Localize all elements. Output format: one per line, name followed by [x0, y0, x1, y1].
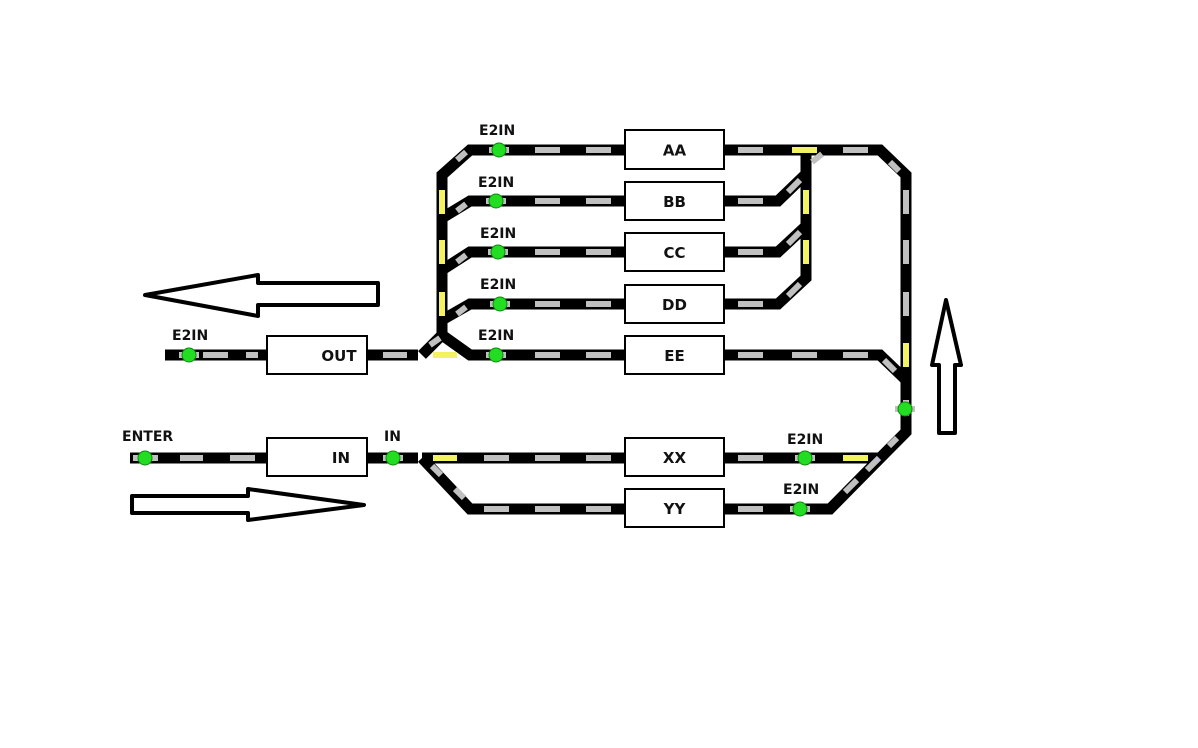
tie	[785, 281, 803, 299]
sensor-label-enter: ENTER	[122, 429, 173, 445]
sensor-icon	[797, 450, 813, 466]
block-cc[interactable]: CC	[624, 232, 725, 272]
block-box	[624, 129, 725, 170]
block-yy[interactable]: YY	[624, 488, 725, 528]
sensor-icon	[792, 501, 808, 517]
block-label: EE	[664, 347, 685, 365]
tie	[864, 455, 882, 473]
sensor-icon	[492, 296, 508, 312]
ties	[133, 147, 909, 512]
tie	[842, 477, 860, 495]
block-box	[266, 335, 368, 375]
block-bb[interactable]: BB	[624, 181, 725, 221]
block-label: YY	[663, 500, 687, 518]
tie	[785, 177, 803, 195]
block-label: CC	[663, 244, 685, 262]
block-label: XX	[663, 449, 687, 467]
block-label: AA	[663, 142, 687, 160]
blocks: AA BB CC DD EE OUT IN XX YY	[266, 129, 725, 528]
block-box	[624, 232, 725, 272]
tie	[428, 335, 442, 348]
block-box	[624, 335, 725, 375]
tie	[810, 151, 824, 165]
block-aa[interactable]: AA	[624, 129, 725, 170]
sensor-label-yy: E2IN	[783, 482, 819, 498]
block-ee[interactable]: EE	[624, 335, 725, 375]
sensor-icon	[491, 142, 507, 158]
arrow-left-icon	[143, 273, 380, 318]
block-box	[624, 181, 725, 221]
sensor-label-out: E2IN	[172, 328, 208, 344]
sensors	[135, 142, 915, 517]
sensor-label-dd: E2IN	[480, 277, 516, 293]
block-box	[624, 437, 725, 477]
sensor-icon	[488, 347, 504, 363]
tie	[429, 463, 444, 478]
sensor-label-xx: E2IN	[787, 432, 823, 448]
tie	[785, 229, 803, 247]
sensor-label-ee: E2IN	[478, 328, 514, 344]
block-xx[interactable]: XX	[624, 437, 725, 477]
tie	[881, 357, 898, 374]
block-in[interactable]: IN	[266, 437, 368, 477]
sensor-label-bb: E2IN	[478, 175, 514, 191]
block-label: DD	[662, 296, 687, 314]
arrow-up-icon	[930, 298, 963, 435]
sensor-label-cc: E2IN	[480, 226, 516, 242]
block-label: BB	[663, 193, 686, 211]
sensor-icon	[488, 193, 504, 209]
block-dd[interactable]: DD	[624, 284, 725, 324]
sensor-icon	[385, 450, 401, 466]
sensor-icon	[897, 401, 913, 417]
arrow-right-icon	[130, 487, 366, 522]
tie	[455, 252, 468, 265]
sensor-icon	[181, 347, 197, 363]
tie	[455, 304, 468, 317]
block-out[interactable]: OUT	[266, 335, 368, 375]
sensor-label-in: IN	[384, 429, 401, 445]
sensor-label-aa: E2IN	[479, 123, 515, 139]
block-label: OUT	[321, 347, 357, 365]
block-box	[624, 488, 725, 528]
tie	[455, 201, 468, 214]
block-box	[624, 284, 725, 324]
tie	[452, 486, 467, 501]
tie	[455, 149, 468, 163]
tie	[887, 159, 902, 174]
block-label: IN	[332, 449, 350, 467]
tie	[886, 435, 900, 449]
sensor-icon	[137, 450, 153, 466]
block-box	[266, 437, 368, 477]
sensor-icon	[490, 244, 506, 260]
